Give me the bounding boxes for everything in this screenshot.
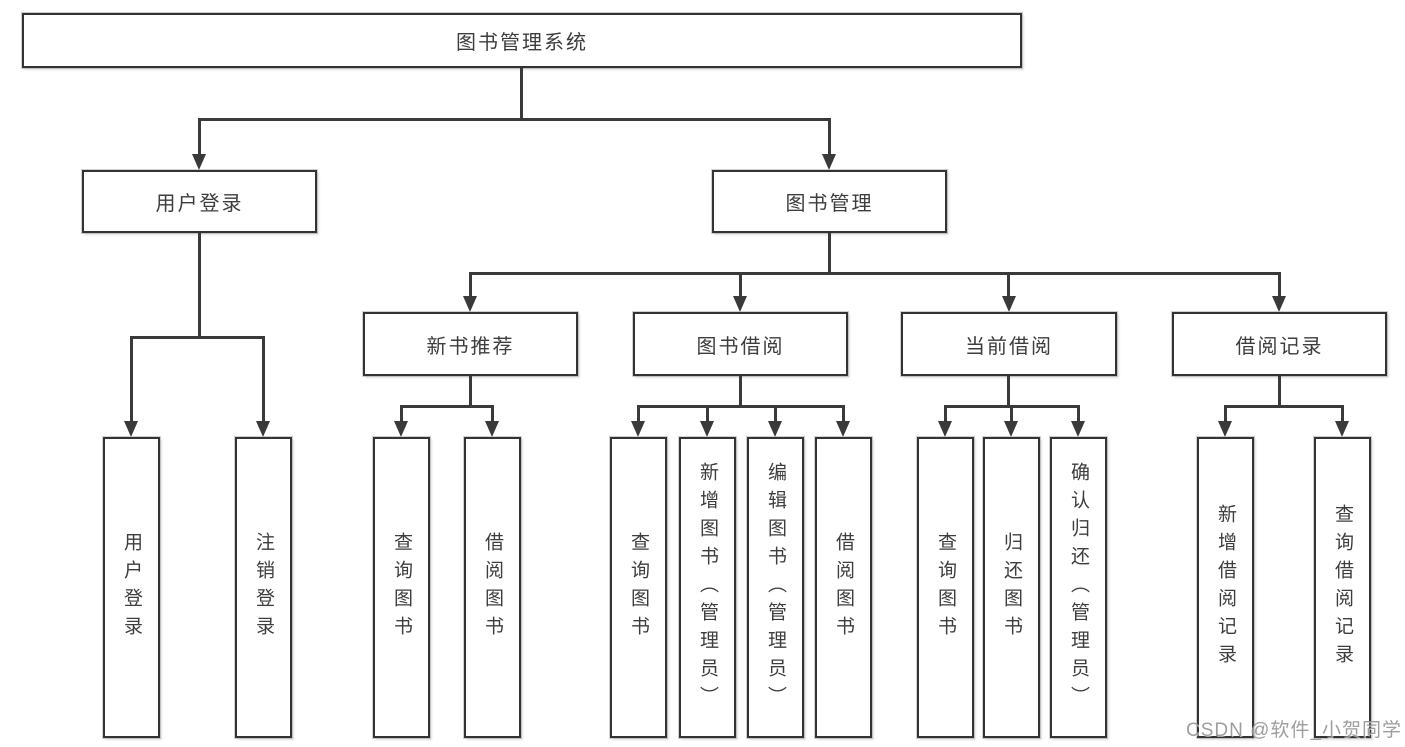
connector-drop-query-book-2 — [637, 405, 640, 423]
leaf-borrow-book-1: 借阅图书 — [464, 437, 521, 738]
connector-current-borrow-trunk — [1007, 376, 1010, 405]
node-book-borrow: 图书借阅 — [633, 312, 848, 376]
connector-drop-book-management — [828, 118, 831, 156]
leaf-return-book: 归还图书 — [983, 437, 1040, 738]
connector-drop-borrow-book-1 — [491, 405, 494, 423]
leaf-edit-book: 编辑图书（管理员） — [747, 437, 804, 738]
node-current-borrow: 当前借阅 — [901, 312, 1117, 376]
connector-borrow-record-trunk — [1278, 376, 1281, 405]
arrowhead-leaf-logout — [256, 421, 270, 437]
arrowhead-add-book — [700, 421, 714, 437]
leaf-confirm-return: 确认归还（管理员） — [1050, 437, 1107, 738]
leaf-query-borrow-record: 查询借阅记录 — [1314, 437, 1371, 738]
node-new-book-recommend: 新书推荐 — [363, 312, 578, 376]
connector-drop-new-book-recommend — [469, 272, 472, 298]
connector-book-borrow-rail — [637, 405, 845, 408]
connector-drop-add-book — [706, 405, 709, 423]
leaf-query-book-3: 查询图书 — [917, 437, 974, 738]
connector-user-login-trunk — [198, 233, 201, 336]
connector-borrow-record-rail — [1224, 405, 1344, 408]
leaf-add-borrow-record: 新增借阅记录 — [1197, 437, 1254, 738]
connector-drop-return-book — [1010, 405, 1013, 423]
arrowhead-query-book-3 — [938, 421, 952, 437]
node-user-login: 用户登录 — [82, 170, 317, 233]
arrowhead-borrow-record — [1272, 296, 1286, 312]
connector-root-trunk — [520, 68, 523, 118]
arrowhead-borrow-book-1 — [485, 421, 499, 437]
connector-drop-query-book-1 — [400, 405, 403, 423]
csdn-watermark: CSDN @软件_小贺同学 — [1186, 720, 1402, 741]
connector-drop-borrow-book-2 — [842, 405, 845, 423]
connector-book-borrow-trunk — [739, 376, 742, 405]
arrowhead-edit-book — [768, 421, 782, 437]
connector-level1-rail — [198, 118, 831, 121]
node-borrow-record: 借阅记录 — [1172, 312, 1387, 376]
arrowhead-return-book — [1004, 421, 1018, 437]
leaf-query-book-1: 查询图书 — [373, 437, 430, 738]
connector-drop-current-borrow — [1007, 272, 1010, 298]
leaf-add-book: 新增图书（管理员） — [679, 437, 736, 738]
connector-drop-confirm-return — [1077, 405, 1080, 423]
connector-new-book-recommend-rail — [400, 405, 494, 408]
arrowhead-add-borrow-record — [1218, 421, 1232, 437]
connector-drop-borrow-record — [1278, 272, 1281, 298]
connector-drop-book-borrow — [739, 272, 742, 298]
arrowhead-query-borrow-record — [1335, 421, 1349, 437]
arrowhead-book-borrow — [733, 296, 747, 312]
connector-new-book-recommend-trunk — [469, 376, 472, 405]
arrowhead-book-management — [822, 154, 836, 170]
connector-drop-user-login — [198, 118, 201, 156]
connector-book-management-trunk — [828, 233, 831, 272]
arrowhead-borrow-book-2 — [836, 421, 850, 437]
leaf-query-book-2: 查询图书 — [610, 437, 667, 738]
leaf-user-login: 用户登录 — [103, 437, 160, 738]
leaf-logout-login: 注销登录 — [235, 437, 292, 738]
connector-drop-edit-book — [774, 405, 777, 423]
connector-level2-rail — [469, 272, 1281, 275]
arrowhead-user-login — [192, 154, 206, 170]
node-book-management: 图书管理 — [712, 170, 947, 233]
connector-drop-leaf-user-login — [130, 336, 133, 422]
node-root: 图书管理系统 — [22, 13, 1022, 68]
connector-user-login-rail — [130, 336, 264, 339]
arrowhead-current-borrow — [1002, 296, 1016, 312]
arrowhead-new-book-recommend — [463, 296, 477, 312]
arrowhead-query-book-2 — [631, 421, 645, 437]
connector-drop-add-borrow-record — [1224, 405, 1227, 423]
arrowhead-leaf-user-login — [124, 421, 138, 437]
arrowhead-query-book-1 — [394, 421, 408, 437]
connector-drop-leaf-logout — [262, 336, 265, 422]
connector-drop-query-book-3 — [944, 405, 947, 423]
leaf-borrow-book-2: 借阅图书 — [815, 437, 872, 738]
arrowhead-confirm-return — [1071, 421, 1085, 437]
connector-drop-query-borrow-record — [1341, 405, 1344, 423]
